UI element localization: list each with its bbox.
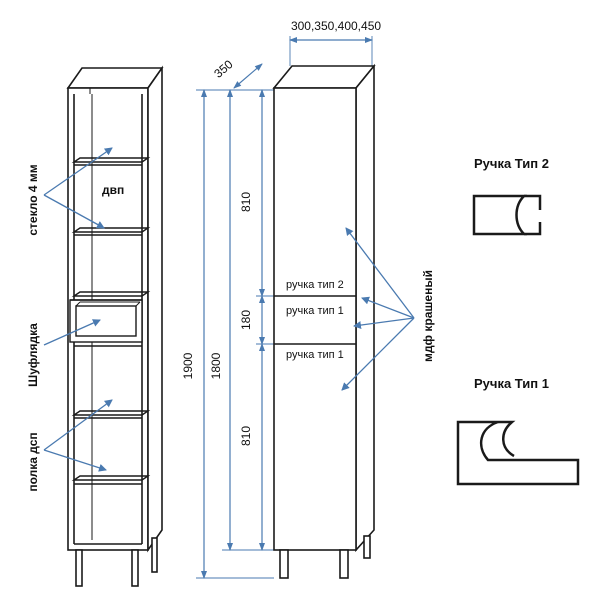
dim-810-top: 810: [239, 192, 253, 212]
dimension-lines: [196, 36, 373, 579]
shelf-label-group: полка дсп: [26, 432, 40, 491]
mdf-pointer-arrows: [341, 227, 415, 391]
handle-type2-profile: [472, 194, 542, 236]
handle-type1-drawer-label: ручка тип 1: [286, 305, 344, 317]
handle-type1-title: Ручка Тип 1: [474, 376, 549, 391]
handle-type1-profile: [456, 420, 580, 486]
dim-widths: 300,350,400,450: [291, 19, 381, 33]
handle-type1-bottom-label: ручка тип 1: [286, 349, 344, 361]
shelf-label: полка дсп: [26, 432, 40, 491]
drawer-label-group: Шуфлядка: [26, 323, 40, 387]
dim-1900: 1900: [181, 352, 195, 379]
open-cabinet: [66, 65, 164, 587]
dim-depth: 350: [211, 57, 236, 81]
dim-810-bottom: 810: [239, 426, 253, 446]
drawer-label: Шуфлядка: [26, 323, 40, 387]
hdf-label: двп: [102, 183, 124, 197]
dim-1800: 1800: [209, 352, 223, 379]
glass-label-group: стекло 4 мм: [26, 164, 40, 235]
mdf-label: мдф крашеный: [421, 270, 435, 362]
closed-cabinet: [272, 63, 376, 579]
left-pointer-arrows: [43, 147, 113, 472]
dim-180: 180: [239, 310, 253, 330]
glass-label: стекло 4 мм: [26, 164, 40, 235]
handle-type2-front-label: ручка тип 2: [286, 279, 344, 291]
handle-type2-title: Ручка Тип 2: [474, 156, 549, 171]
